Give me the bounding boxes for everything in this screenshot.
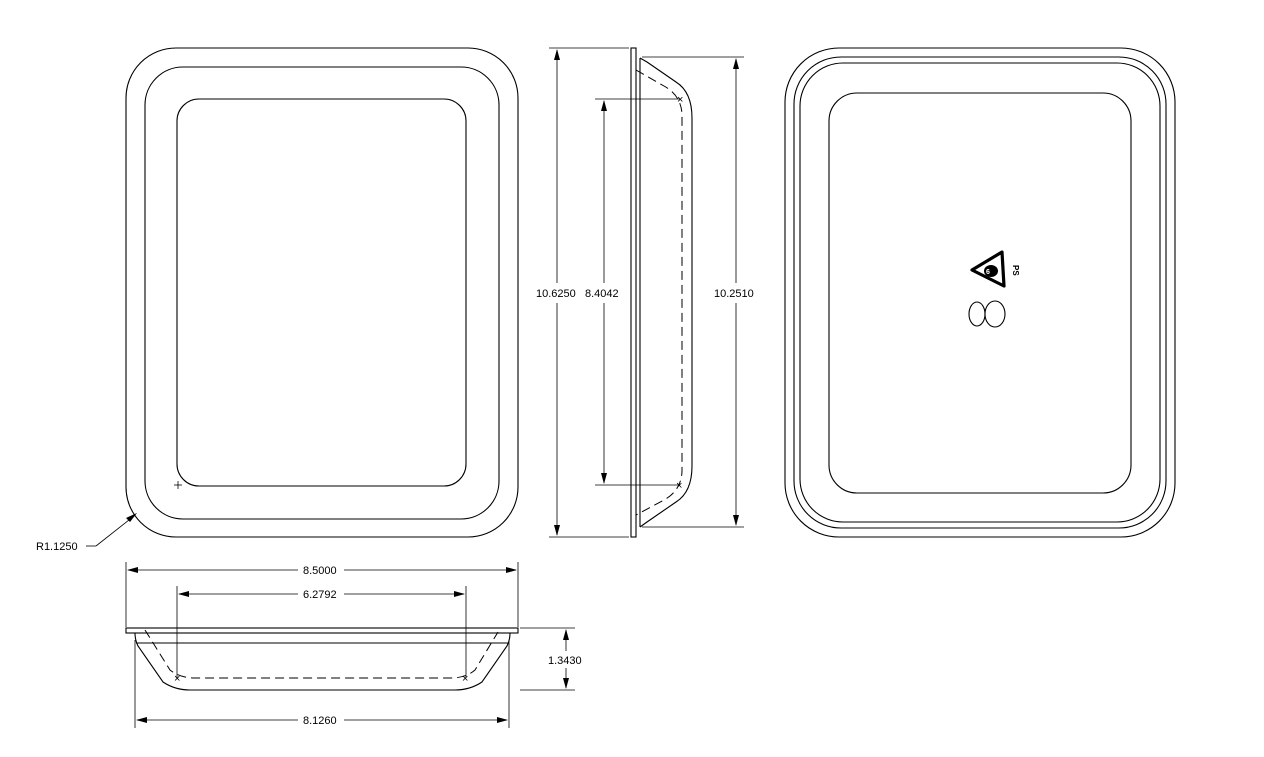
base-width-label: 8.1260 <box>303 715 337 727</box>
overall-width-label: 8.5000 <box>303 565 337 577</box>
front-section-view: × × <box>125 627 519 691</box>
dim-overall-width: 8.5000 <box>125 562 519 627</box>
svg-text:×: × <box>462 673 468 685</box>
svg-text:×: × <box>174 673 180 685</box>
svg-text:×: × <box>677 94 683 106</box>
side-view-flange <box>630 47 637 538</box>
svg-text:6: 6 <box>986 269 990 276</box>
bottom-view-base <box>828 92 1132 494</box>
recycle-triangle-icon: 6 <box>970 250 1006 288</box>
front-view-flange <box>125 627 519 634</box>
base-height-label: 10.2510 <box>714 288 754 300</box>
radius-label: R1.1250 <box>36 541 78 553</box>
inner-width-label: 6.2792 <box>303 589 337 601</box>
radius-callout: R1.1250 <box>36 513 137 553</box>
dim-depth: 1.3430 <box>520 627 582 691</box>
bottom-view-outer-edge <box>784 47 1176 538</box>
inner-height-label: 8.4042 <box>585 288 619 300</box>
dim-inner-width: 6.2792 <box>176 586 467 678</box>
dim-base-height: 10.2510 <box>642 56 754 528</box>
dim-overall-height: 10.6250 <box>536 47 629 538</box>
bottom-view: 6 PS <box>784 47 1176 538</box>
dim-inner-height: 8.4042 <box>585 98 680 486</box>
top-view <box>125 47 519 538</box>
top-view-rim <box>144 66 500 520</box>
mold-number-mark <box>968 300 1006 328</box>
top-view-floor <box>176 98 467 487</box>
recycle-code-label: PS <box>1011 265 1020 276</box>
top-view-outer-edge <box>125 47 519 538</box>
depth-label: 1.3430 <box>548 655 582 667</box>
overall-height-label: 10.6250 <box>536 288 576 300</box>
svg-text:×: × <box>676 480 682 492</box>
side-view: × × <box>630 47 693 538</box>
dim-base-width: 8.1260 <box>134 640 510 728</box>
